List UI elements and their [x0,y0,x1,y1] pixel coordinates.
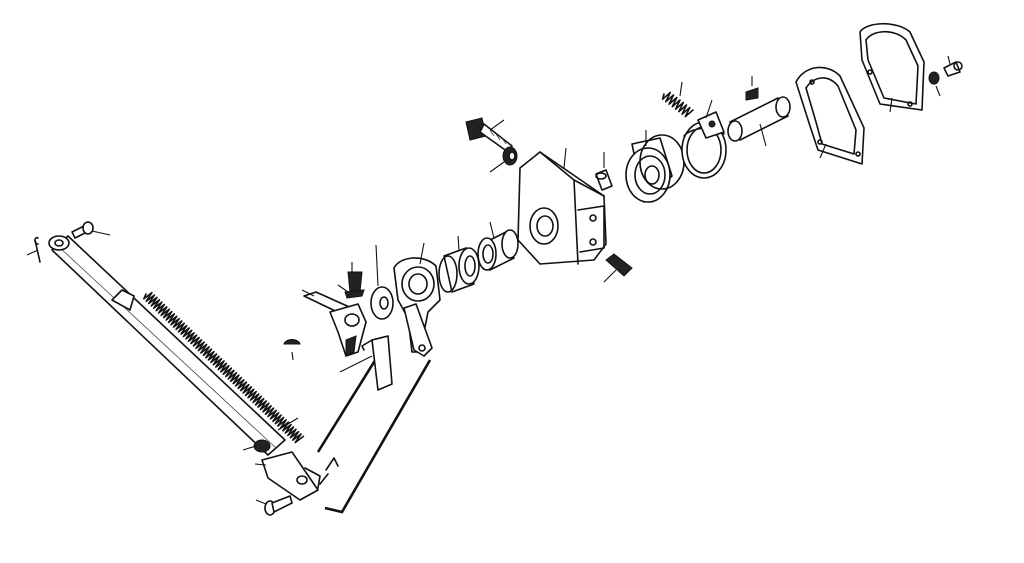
return-spring [143,291,305,444]
needle-bearing [438,235,480,293]
flanged-bushing [477,221,519,271]
cover-lock-washer [928,71,941,97]
lever-screw [337,262,365,299]
linkage-rod [316,345,432,514]
dowel-pin [595,152,613,191]
drive-shaft [727,96,791,147]
clevis-bolt [255,495,293,516]
rod-end-pin [26,236,41,263]
rod-clevis-bolt [71,221,111,239]
control-rod [48,235,286,456]
lever-bracket [339,335,393,391]
housing-bolt-washer [489,146,518,173]
adjusting-spring [661,81,694,118]
flat-washer [370,244,394,320]
end-cover [859,22,925,113]
cover-screw [943,55,963,77]
gear-housing [517,147,607,265]
small-woodruff-key [283,339,301,361]
shaft-key [745,76,759,101]
pulley [625,130,685,203]
lever-clamp [329,303,367,357]
clevis-fork [254,451,321,501]
housing-bolt [465,117,513,153]
brake-band [681,99,727,179]
stud-bolt [603,253,633,283]
rod-end-nut [242,439,271,453]
throttle-lever [393,242,441,357]
clevis-pin-clip [319,457,339,485]
cover-gasket [795,66,865,165]
